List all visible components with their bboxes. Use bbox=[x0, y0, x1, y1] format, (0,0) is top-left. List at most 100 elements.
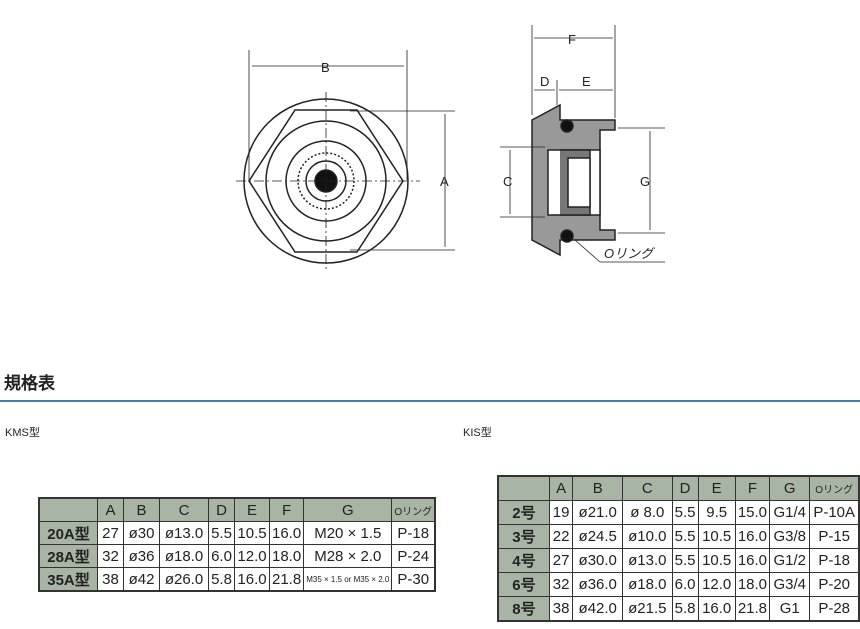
column-header: G bbox=[769, 475, 811, 501]
table-cell: 32 bbox=[97, 544, 124, 568]
dim-c-label: C bbox=[503, 174, 512, 189]
table-cell: P-24 bbox=[391, 544, 436, 568]
table-cell: G1/4 bbox=[769, 500, 811, 525]
table-cell: 9.5 bbox=[697, 500, 736, 525]
table-cell: 5.5 bbox=[671, 524, 699, 549]
table-cell: 32 bbox=[548, 572, 574, 597]
dim-e-label: E bbox=[582, 74, 591, 89]
section-title: 規格表 bbox=[4, 374, 55, 393]
table-cell: ø18.0 bbox=[622, 572, 673, 597]
table-cell: P-15 bbox=[809, 524, 860, 549]
table-cell: 5.8 bbox=[671, 596, 699, 622]
table-cell: 21.8 bbox=[268, 567, 305, 592]
row-label: 35A型 bbox=[38, 567, 98, 592]
table-cell: G3/8 bbox=[769, 524, 811, 549]
table-cell: ø36 bbox=[123, 544, 160, 568]
table-cell: 18.0 bbox=[268, 544, 305, 568]
table-cell: ø13.0 bbox=[159, 521, 209, 545]
table-cell: 27 bbox=[97, 521, 124, 545]
dim-a-label: A bbox=[440, 174, 449, 189]
dim-b-label: B bbox=[321, 60, 330, 75]
column-header: Oリング bbox=[391, 497, 436, 522]
table-cell: P-20 bbox=[809, 572, 860, 597]
row-label: 4号 bbox=[497, 548, 550, 573]
table-cell: 6.0 bbox=[208, 544, 235, 568]
column-header: A bbox=[548, 475, 574, 501]
table-cell: P-18 bbox=[809, 548, 860, 573]
table-cell: ø18.0 bbox=[159, 544, 209, 568]
table-cell: ø30 bbox=[123, 521, 160, 545]
table-cell: G3/4 bbox=[769, 572, 811, 597]
table-cell: 16.0 bbox=[697, 596, 736, 622]
row-label: 8号 bbox=[497, 596, 550, 622]
table-cell: ø26.0 bbox=[159, 567, 209, 592]
table-cell: ø42 bbox=[123, 567, 160, 592]
table-cell: 16.0 bbox=[734, 524, 771, 549]
column-header: C bbox=[622, 475, 673, 501]
column-header: B bbox=[123, 497, 160, 522]
column-header: E bbox=[234, 497, 270, 522]
table-cell: P-18 bbox=[391, 521, 436, 545]
column-header: D bbox=[671, 475, 699, 501]
column-header: F bbox=[268, 497, 305, 522]
table-cell: 18.0 bbox=[734, 572, 771, 597]
table-cell: M35 × 1.5 or M35 × 2.0 bbox=[303, 567, 393, 592]
front-view: B A bbox=[236, 50, 455, 270]
table-cell: 6.0 bbox=[671, 572, 699, 597]
table-cell: ø10.0 bbox=[622, 524, 673, 549]
oring-label: Oリング bbox=[604, 246, 655, 261]
table-cell: 27 bbox=[548, 548, 574, 573]
kms-title: KMS型 bbox=[5, 427, 40, 439]
column-header: F bbox=[734, 475, 771, 501]
row-label: 2号 bbox=[497, 500, 550, 525]
table-cell: M20 × 1.5 bbox=[303, 521, 393, 545]
table-cell: 16.0 bbox=[234, 567, 270, 592]
table-cell: 38 bbox=[97, 567, 124, 592]
column-header: D bbox=[208, 497, 235, 522]
row-label: 20A型 bbox=[38, 521, 98, 545]
column-header bbox=[38, 497, 98, 522]
table-cell: 15.0 bbox=[734, 500, 771, 525]
dim-f-label: F bbox=[568, 32, 576, 47]
dim-g-label: G bbox=[640, 174, 650, 189]
column-header: E bbox=[697, 475, 736, 501]
table-cell: 5.8 bbox=[208, 567, 235, 592]
table-cell: G1/2 bbox=[769, 548, 811, 573]
table-cell: 16.0 bbox=[734, 548, 771, 573]
table-cell: 22 bbox=[548, 524, 574, 549]
column-header bbox=[497, 475, 550, 501]
table-cell: 10.5 bbox=[697, 524, 736, 549]
table-cell: 19 bbox=[548, 500, 574, 525]
side-view: F D E C G Oリング bbox=[500, 25, 665, 263]
table-cell: ø21.5 bbox=[622, 596, 673, 622]
table-cell: ø21.0 bbox=[572, 500, 623, 525]
column-header: Oリング bbox=[809, 475, 860, 501]
column-header: A bbox=[97, 497, 124, 522]
table-cell: ø36.0 bbox=[572, 572, 623, 597]
table-cell: 10.5 bbox=[697, 548, 736, 573]
table-cell: 5.5 bbox=[208, 521, 235, 545]
table-cell: ø42.0 bbox=[572, 596, 623, 622]
technical-drawing: B A F D E C G Oリング bbox=[236, 25, 665, 270]
table-cell: ø13.0 bbox=[622, 548, 673, 573]
table-cell: 12.0 bbox=[697, 572, 736, 597]
column-header: C bbox=[159, 497, 209, 522]
row-label: 3号 bbox=[497, 524, 550, 549]
table-cell: ø30.0 bbox=[572, 548, 623, 573]
table-cell: M28 × 2.0 bbox=[303, 544, 393, 568]
table-cell: 21.8 bbox=[734, 596, 771, 622]
table-cell: ø 8.0 bbox=[622, 500, 673, 525]
table-cell: P-30 bbox=[391, 567, 436, 592]
row-label: 6号 bbox=[497, 572, 550, 597]
